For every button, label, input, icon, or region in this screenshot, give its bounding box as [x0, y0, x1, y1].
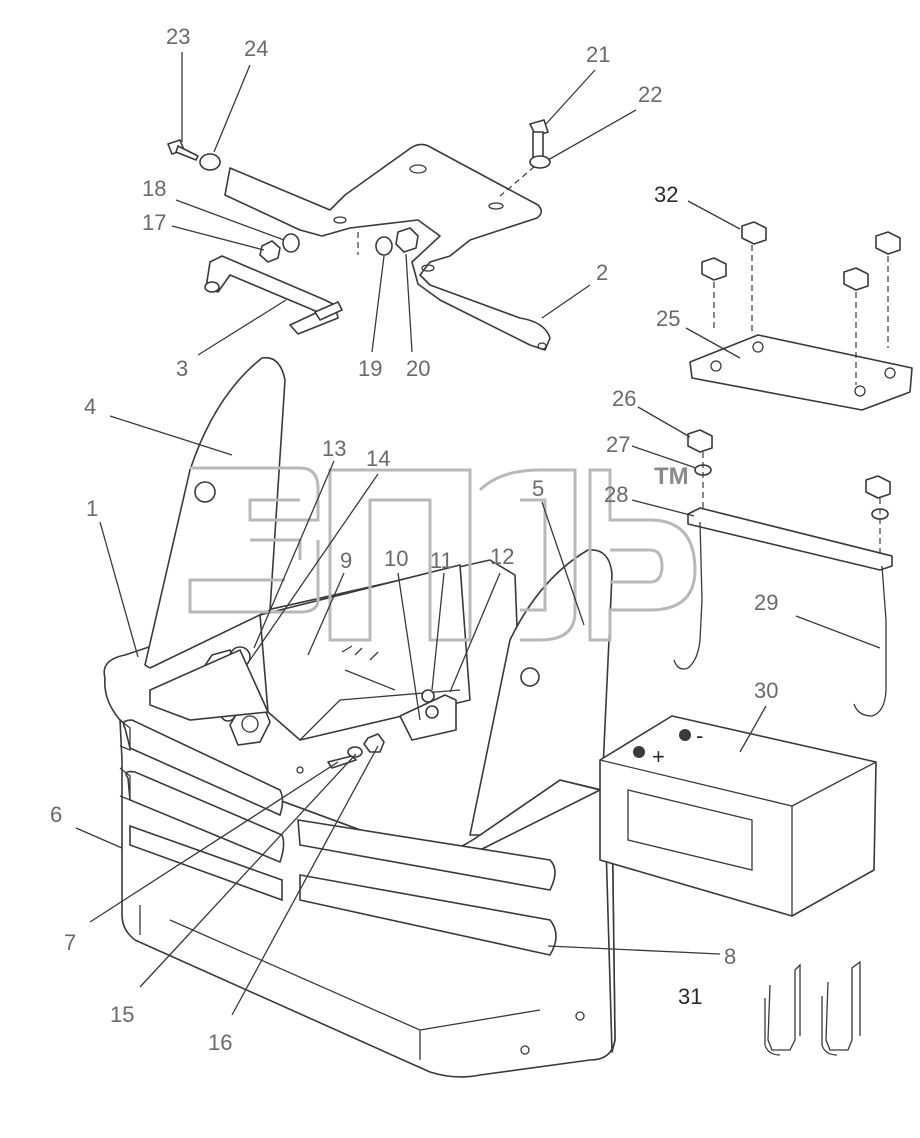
- bolt-washer-set-front: [327, 733, 385, 769]
- callout-22: 22: [638, 82, 662, 107]
- callout-31: 31: [678, 984, 702, 1009]
- callout-15: 15: [110, 1002, 134, 1027]
- callout-26: 26: [612, 386, 636, 411]
- tray-nuts: [701, 221, 901, 291]
- callout-labels: 23 24 18 17 3 19 20 2 21 22 32 25 26 27 …: [50, 24, 778, 1055]
- callout-32: 32: [654, 182, 678, 207]
- battery-plus-label: +: [652, 744, 665, 769]
- callout-24: 24: [244, 36, 268, 61]
- battery-hold-down: [673, 429, 893, 717]
- callout-3: 3: [176, 356, 188, 381]
- callout-14: 14: [366, 446, 390, 471]
- callout-9: 9: [340, 548, 352, 573]
- callout-28: 28: [604, 482, 628, 507]
- callout-8: 8: [724, 944, 736, 969]
- callout-11: 11: [430, 548, 453, 573]
- callout-10: 10: [384, 546, 408, 571]
- callout-12: 12: [490, 544, 514, 569]
- callout-25: 25: [656, 306, 680, 331]
- watermark-logo: TM: [188, 463, 697, 642]
- callout-7: 7: [64, 930, 76, 955]
- callout-16: 16: [208, 1030, 232, 1055]
- right-side-panel: [469, 549, 613, 836]
- battery: + -: [599, 715, 877, 917]
- callout-18: 18: [142, 176, 166, 201]
- upper-bracket: [224, 143, 551, 351]
- callout-1: 1: [86, 496, 98, 521]
- callout-2: 2: [596, 260, 608, 285]
- callout-23: 23: [166, 24, 190, 49]
- callout-17: 17: [142, 210, 166, 235]
- trademark-label: TM: [654, 463, 689, 490]
- battery-tray: [689, 245, 913, 411]
- callout-5: 5: [532, 476, 544, 501]
- grille-plates: [119, 648, 585, 1055]
- callout-6: 6: [50, 802, 62, 827]
- u-clips: [764, 960, 861, 1056]
- leader-lines: [75, 52, 881, 1016]
- callout-19: 19: [358, 356, 382, 381]
- callout-20: 20: [406, 356, 430, 381]
- battery-minus-label: -: [696, 723, 703, 748]
- callout-27: 27: [606, 432, 630, 457]
- callout-29: 29: [754, 590, 778, 615]
- handle-rod: [204, 255, 343, 335]
- left-side-panel: [144, 356, 286, 669]
- callout-21: 21: [586, 42, 610, 67]
- callout-4: 4: [84, 394, 96, 419]
- callout-13: 13: [322, 436, 346, 461]
- callout-30: 30: [754, 678, 778, 703]
- fasteners-upper: [167, 119, 551, 263]
